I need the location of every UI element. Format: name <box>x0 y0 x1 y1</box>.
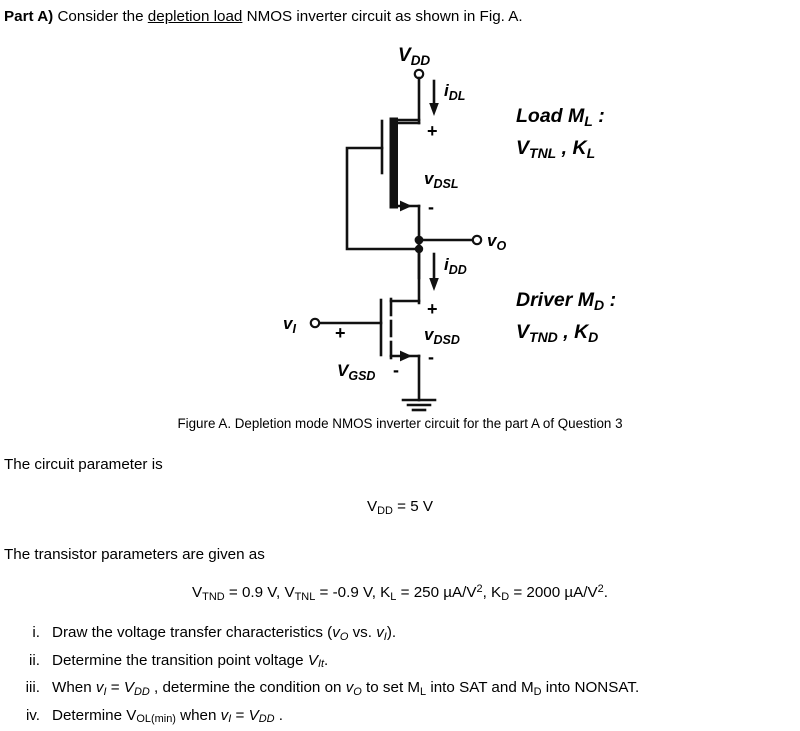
list-item: iii. When vI = VDD , determine the condi… <box>0 675 800 703</box>
kd-exponent: 2 <box>597 583 604 596</box>
gate-plus-sign: + <box>335 323 346 343</box>
vtnl-value: = -0.9 V, <box>315 584 381 601</box>
driver-voltage-label: vDSD <box>424 325 460 347</box>
list-item-marker: iv. <box>25 706 40 724</box>
load-minus-sign: - <box>428 197 434 217</box>
driver-block-title: Driver MD : <box>516 289 616 313</box>
heading-underlined-term: depletion load <box>147 8 243 25</box>
output-label: vO <box>487 231 506 253</box>
list-item-text: Determine VOL(min) when vI = VDD . <box>52 706 284 726</box>
figure-caption: Figure A. Depletion mode NMOS inverter c… <box>177 416 623 431</box>
kd-subscript: D <box>501 590 510 603</box>
list-item-marker: iii. <box>25 679 40 696</box>
kl-symbol: K <box>380 584 391 601</box>
vtnd-symbol: V <box>192 584 203 601</box>
kd-symbol: K <box>491 584 502 601</box>
heading-text-after: NMOS inverter circuit as shown in Fig. A… <box>242 8 523 25</box>
part-label: Part A) <box>4 8 54 25</box>
load-current-label: iDL <box>444 81 465 103</box>
gate-minus-sign: - <box>393 360 399 380</box>
load-source-arrow <box>400 200 412 212</box>
vtnd-value: = 0.9 V, <box>224 584 285 601</box>
output-terminal-node <box>471 234 483 246</box>
load-block-params: VTNL , KL <box>516 137 595 161</box>
driver-minus-sign: - <box>428 347 434 367</box>
gate-voltage-label: VGSD <box>337 361 375 383</box>
list-item-text: Determine the transition point voltage V… <box>52 651 329 671</box>
driver-current-label: iDD <box>444 255 467 277</box>
kl-value: = 250 µA/V <box>396 584 477 601</box>
kl-exponent: 2 <box>476 583 483 596</box>
list-item: iv. Determine VOL(min) when vI = VDD . <box>0 703 800 731</box>
transistor-parameter-intro: The transistor parameters are given as <box>4 546 265 563</box>
driver-block-params: VTND , KD <box>516 321 598 345</box>
load-gate-to-source-wire <box>345 146 421 251</box>
input-terminal-node <box>309 317 321 329</box>
input-label: vI <box>283 314 296 336</box>
vdd-equation: VDD = 5 V <box>0 497 800 518</box>
kd-value: = 2000 µA/V <box>509 584 598 601</box>
list-item-text: Draw the voltage transfer characteristic… <box>52 624 397 643</box>
kl-tail: , <box>482 584 492 601</box>
nmos-inverter-schematic: VDD iDL + vDSL - <box>283 45 616 412</box>
list-item-marker: ii. <box>29 651 40 669</box>
load-plus-sign: + <box>427 121 438 141</box>
kl-subscript: L <box>390 590 397 603</box>
driver-plus-sign: + <box>427 299 438 319</box>
load-channel-bar <box>389 117 398 209</box>
part-a-heading: Part A) Consider the depletion load NMOS… <box>4 7 794 27</box>
vdd-value: = 5 V <box>392 498 434 515</box>
question-list: i. Draw the voltage transfer characteris… <box>0 620 800 730</box>
vtnl-subscript: TNL <box>294 590 316 603</box>
load-voltage-label: vDSL <box>424 169 458 191</box>
load-block-title: Load ML : <box>516 105 605 129</box>
list-item: i. Draw the voltage transfer characteris… <box>0 620 800 648</box>
vdd-symbol: V <box>366 498 378 515</box>
driver-current-arrow <box>429 252 439 291</box>
transistor-parameters-equation: VTND = 0.9 V, VTNL = -0.9 V, KL = 250 µA… <box>0 583 800 604</box>
list-item-text: When vI = VDD , determine the condition … <box>52 679 640 698</box>
kd-tail: . <box>603 584 608 601</box>
list-item: ii. Determine the transition point volta… <box>0 648 800 676</box>
vdd-terminal-label: VDD <box>398 45 430 68</box>
vtnl-symbol: V <box>284 584 295 601</box>
list-item-marker: i. <box>32 624 40 641</box>
driver-source-arrow <box>400 350 412 362</box>
circuit-figure: VDD iDL + vDSL - <box>0 38 800 420</box>
vdd-subscript: DD <box>377 504 393 517</box>
load-current-arrow <box>429 79 439 116</box>
heading-text-before: Consider the <box>53 8 148 25</box>
vtnd-subscript: TND <box>202 590 225 603</box>
circuit-parameter-intro: The circuit parameter is <box>4 456 163 473</box>
